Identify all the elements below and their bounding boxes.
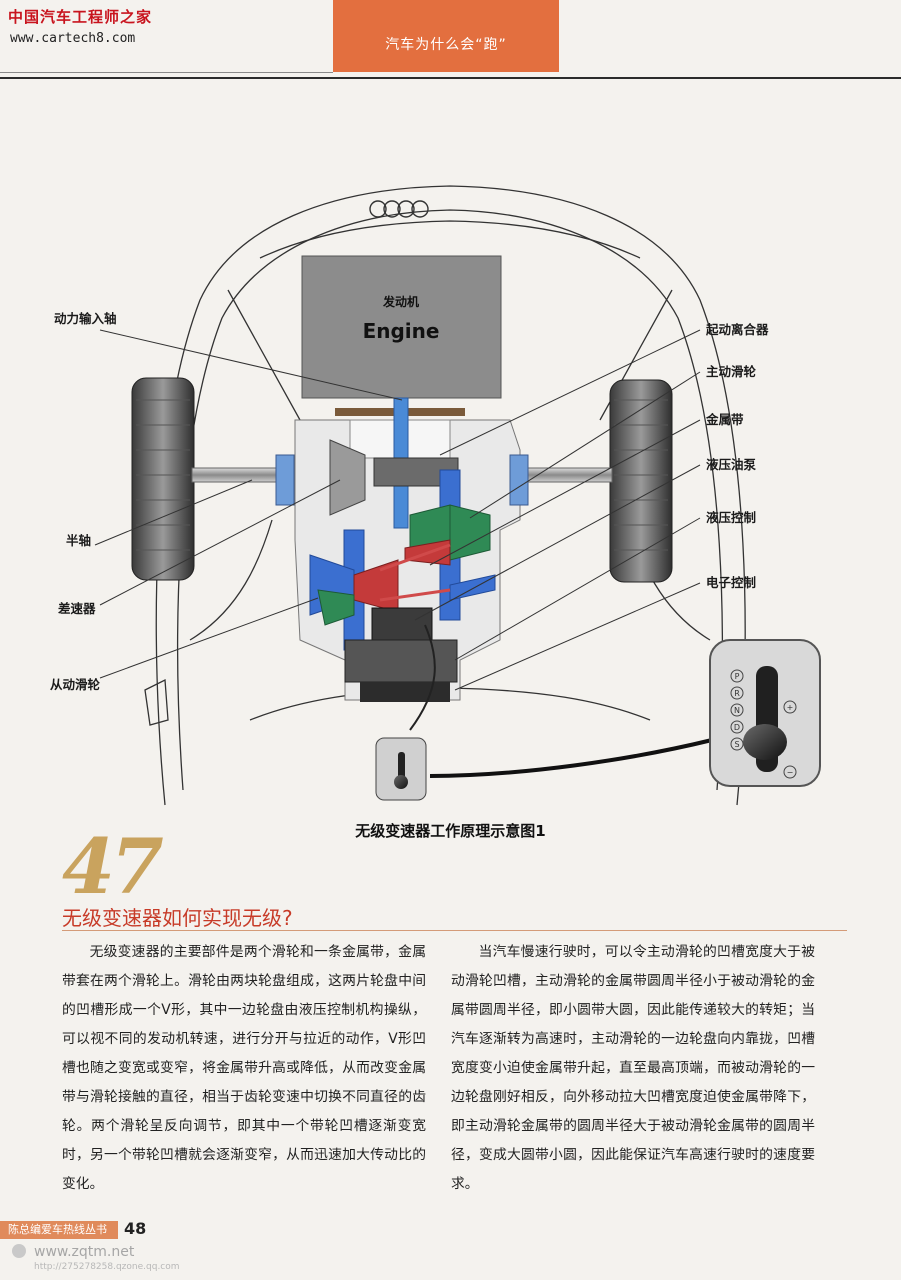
hydraulic-control: [344, 639, 458, 683]
audi-rings-icon: [369, 200, 429, 218]
gear-n: N: [734, 706, 740, 715]
label-driven-pulley: 从动滑轮: [50, 677, 101, 692]
gear-r: R: [734, 689, 740, 698]
question-title: 无级变速器如何实现无级?: [62, 906, 293, 930]
label-hydraulic-pump: 液压油泵: [706, 457, 757, 472]
watermark-site: www.zqtm.net: [34, 1244, 135, 1260]
section-title: 汽车为什么会“跑”: [385, 37, 507, 53]
watermark-url: http://275278258.qzone.qq.com: [34, 1262, 180, 1272]
cvt-diagram: 发动机 Engine: [50, 185, 821, 806]
body-column-left: 无级变速器的主要部件是两个滑轮和一条金属带，金属带套在两个滑轮上。滑轮由两块轮盘…: [62, 938, 426, 1199]
metal-belt: [379, 543, 451, 572]
label-drive-pulley: 主动滑轮: [706, 364, 757, 379]
header-rule: [0, 77, 901, 79]
engine-label-en: Engine: [363, 319, 440, 343]
shift-minus: −: [787, 768, 794, 777]
small-gear-shifter: [375, 737, 427, 801]
engine-block: 发动机 Engine: [301, 255, 502, 399]
figure-caption: 无级变速器工作原理示意图1: [355, 822, 546, 840]
body-paragraph-left: 无级变速器的主要部件是两个滑轮和一条金属带，金属带套在两个滑轮上。滑轮由两块轮盘…: [62, 944, 426, 1192]
section-tab: 汽车为什么会“跑”: [333, 0, 559, 72]
label-start-clutch: 起动离合器: [705, 322, 769, 337]
title-rule: [62, 930, 847, 931]
brand-logo-text: 中国汽车工程师之家: [8, 8, 153, 26]
label-input-shaft: 动力输入轴: [54, 311, 117, 326]
label-hydraulic-control: 液压控制: [706, 510, 756, 525]
left-wheel: [131, 377, 195, 581]
body-paragraph-right: 当汽车慢速行驶时，可以令主动滑轮的凹槽宽度大于被动滑轮凹槽，主动滑轮的金属带圆周…: [451, 944, 815, 1192]
zoom-connector: [429, 738, 713, 778]
leader-lines: [94, 329, 701, 691]
label-electronic-control: 电子控制: [706, 575, 756, 590]
differential: [329, 439, 366, 516]
page-number: 48: [124, 1219, 147, 1238]
transmission-housing: [275, 397, 529, 702]
label-metal-belt: 金属带: [705, 412, 744, 427]
header-thin-rule: [0, 72, 333, 73]
shifter-knob: [743, 724, 787, 760]
label-half-shaft: 半轴: [66, 533, 91, 548]
brand-url: www.cartech8.com: [10, 31, 136, 46]
engine-label-cn: 发动机: [382, 294, 419, 309]
watermark-logo-icon: [12, 1244, 26, 1258]
body-column-right: 当汽车慢速行驶时，可以令主动滑轮的凹槽宽度大于被动滑轮凹槽，主动滑轮的金属带圆周…: [451, 938, 815, 1199]
gear-p: P: [735, 672, 740, 681]
control-cable: [409, 624, 436, 731]
label-differential: 差速器: [57, 601, 96, 616]
series-tag: 陈总编爱车热线丛书: [0, 1221, 118, 1239]
question-number: 47: [62, 822, 164, 911]
hydraulic-pump: [371, 607, 433, 643]
gear-s: S: [734, 740, 739, 749]
gear-shifter-inset: P R N D S + −: [709, 639, 821, 787]
gear-d: D: [734, 723, 740, 732]
shift-plus: +: [787, 703, 794, 712]
